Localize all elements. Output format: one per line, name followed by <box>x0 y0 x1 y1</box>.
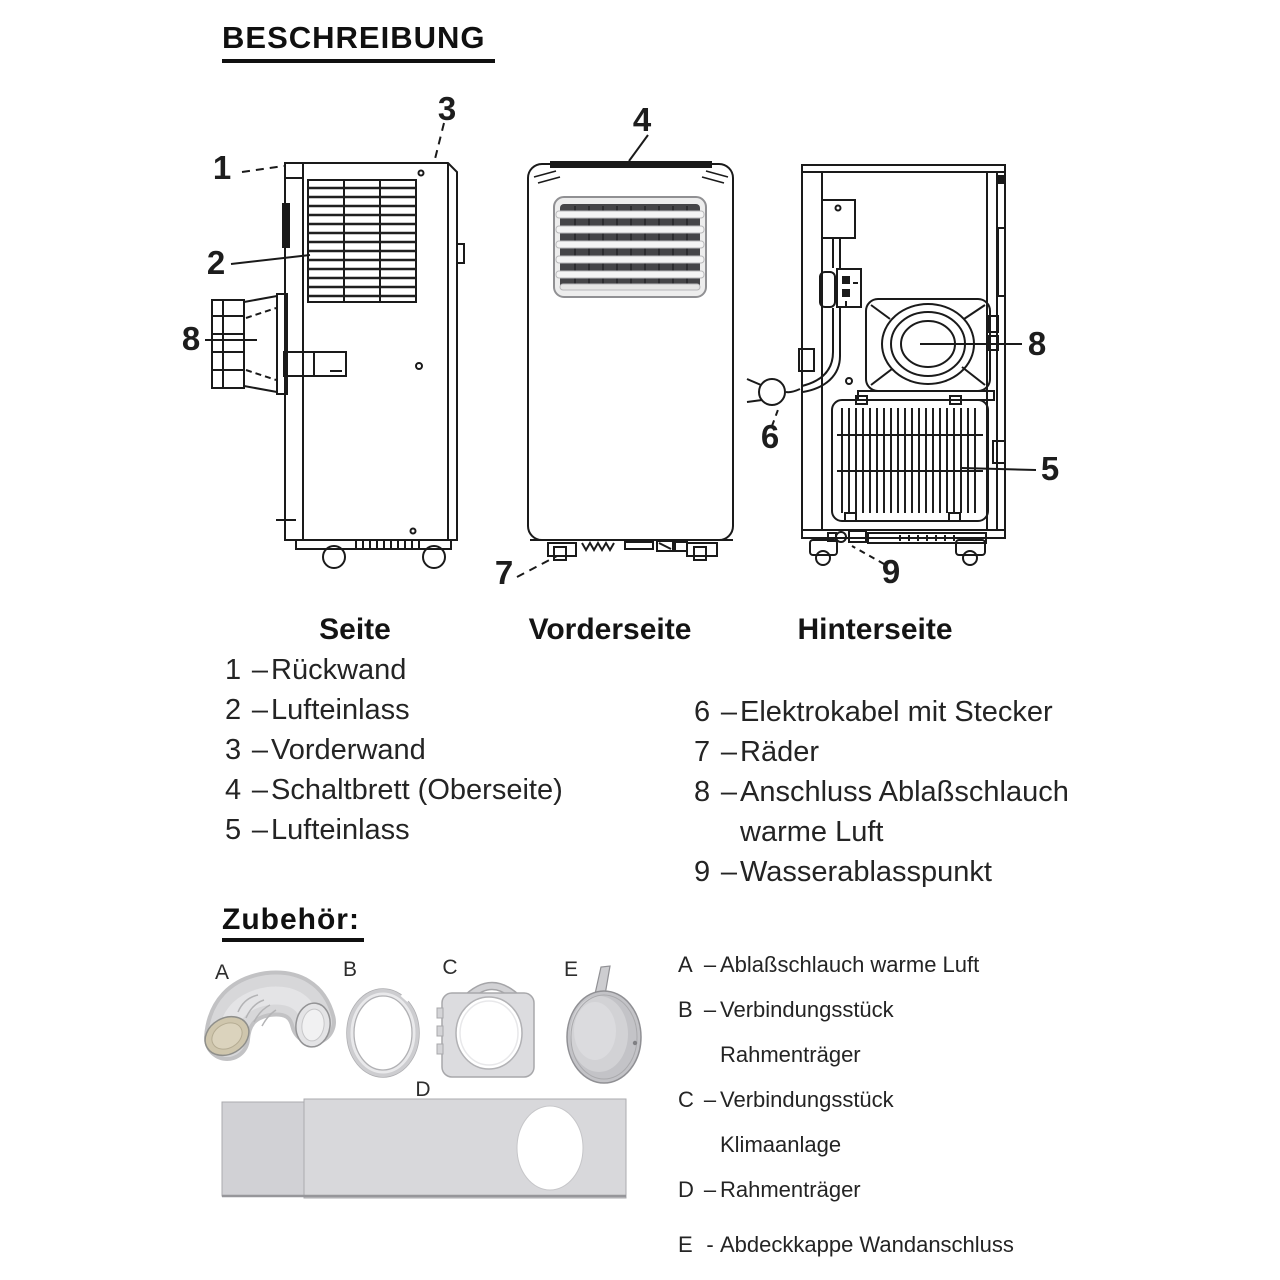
caption-back-view: Hinterseite <box>797 613 953 646</box>
callout-8-back: 8 <box>1027 325 1047 362</box>
callout-3: 3 <box>437 90 457 127</box>
legend-item-8: 8–Anschluss Ablaßschlauch <box>694 776 1069 808</box>
callout-leader-lines <box>205 122 1037 578</box>
accessories-heading: Zubehör: <box>222 903 364 942</box>
power-plug-drawing <box>746 378 801 406</box>
accessory-legend-a: A–Ablaßschlauch warme Luft <box>678 952 980 977</box>
callout-7: 7 <box>494 554 514 591</box>
legend-item-1: 1–Rückwand <box>225 654 407 686</box>
caption-side-view: Seite <box>319 613 391 646</box>
accessory-legend-c-line2: Klimaanlage <box>720 1132 842 1157</box>
legend-item-2: 2–Lufteinlass <box>225 694 410 726</box>
legend-item-6: 6–Elektrokabel mit Stecker <box>694 696 1053 728</box>
callout-8-side: 8 <box>181 320 201 357</box>
accessory-c-adapter-drawing <box>436 981 535 1078</box>
caption-front-view: Vorderseite <box>528 613 692 646</box>
accessory-legend-b-line2: Rahmenträger <box>720 1042 861 1067</box>
accessory-label-c: C <box>442 956 458 979</box>
callout-6: 6 <box>760 418 780 455</box>
legend-item-3: 3–Vorderwand <box>225 734 426 766</box>
legend-item-8-line2: warme Luft <box>740 816 884 848</box>
accessory-legend-e: E-Abdeckkappe Wandanschluss <box>678 1232 1014 1257</box>
back-view-drawing <box>798 164 1006 566</box>
accessory-legend-d: D–Rahmenträger <box>678 1177 861 1202</box>
front-view-drawing <box>527 161 734 561</box>
legend-item-5: 5–Lufteinlass <box>225 814 410 846</box>
accessory-label-b: B <box>342 958 358 981</box>
accessory-legend-b: B–Verbindungsstück <box>678 997 894 1022</box>
accessory-b-ring-drawing <box>346 988 420 1078</box>
accessory-d-panel-drawing <box>221 1098 627 1199</box>
accessory-label-a: A <box>214 961 230 984</box>
side-view-drawing <box>211 162 465 569</box>
accessory-a-hose-drawing <box>204 970 336 1061</box>
accessory-e-cap-drawing <box>566 965 642 1084</box>
callout-4: 4 <box>632 101 652 138</box>
accessory-label-d: D <box>415 1078 431 1101</box>
callout-1: 1 <box>212 149 232 186</box>
legend-item-9: 9–Wasserablasspunkt <box>694 856 992 888</box>
callout-5: 5 <box>1040 450 1060 487</box>
page-title: BESCHREIBUNG <box>222 20 496 63</box>
accessory-legend-c: C–Verbindungsstück <box>678 1087 894 1112</box>
callout-9: 9 <box>881 553 901 590</box>
callout-2: 2 <box>206 244 226 281</box>
accessory-label-e: E <box>563 958 579 981</box>
legend-item-7: 7–Räder <box>694 736 819 768</box>
legend-item-4: 4–Schaltbrett (Oberseite) <box>225 774 563 806</box>
